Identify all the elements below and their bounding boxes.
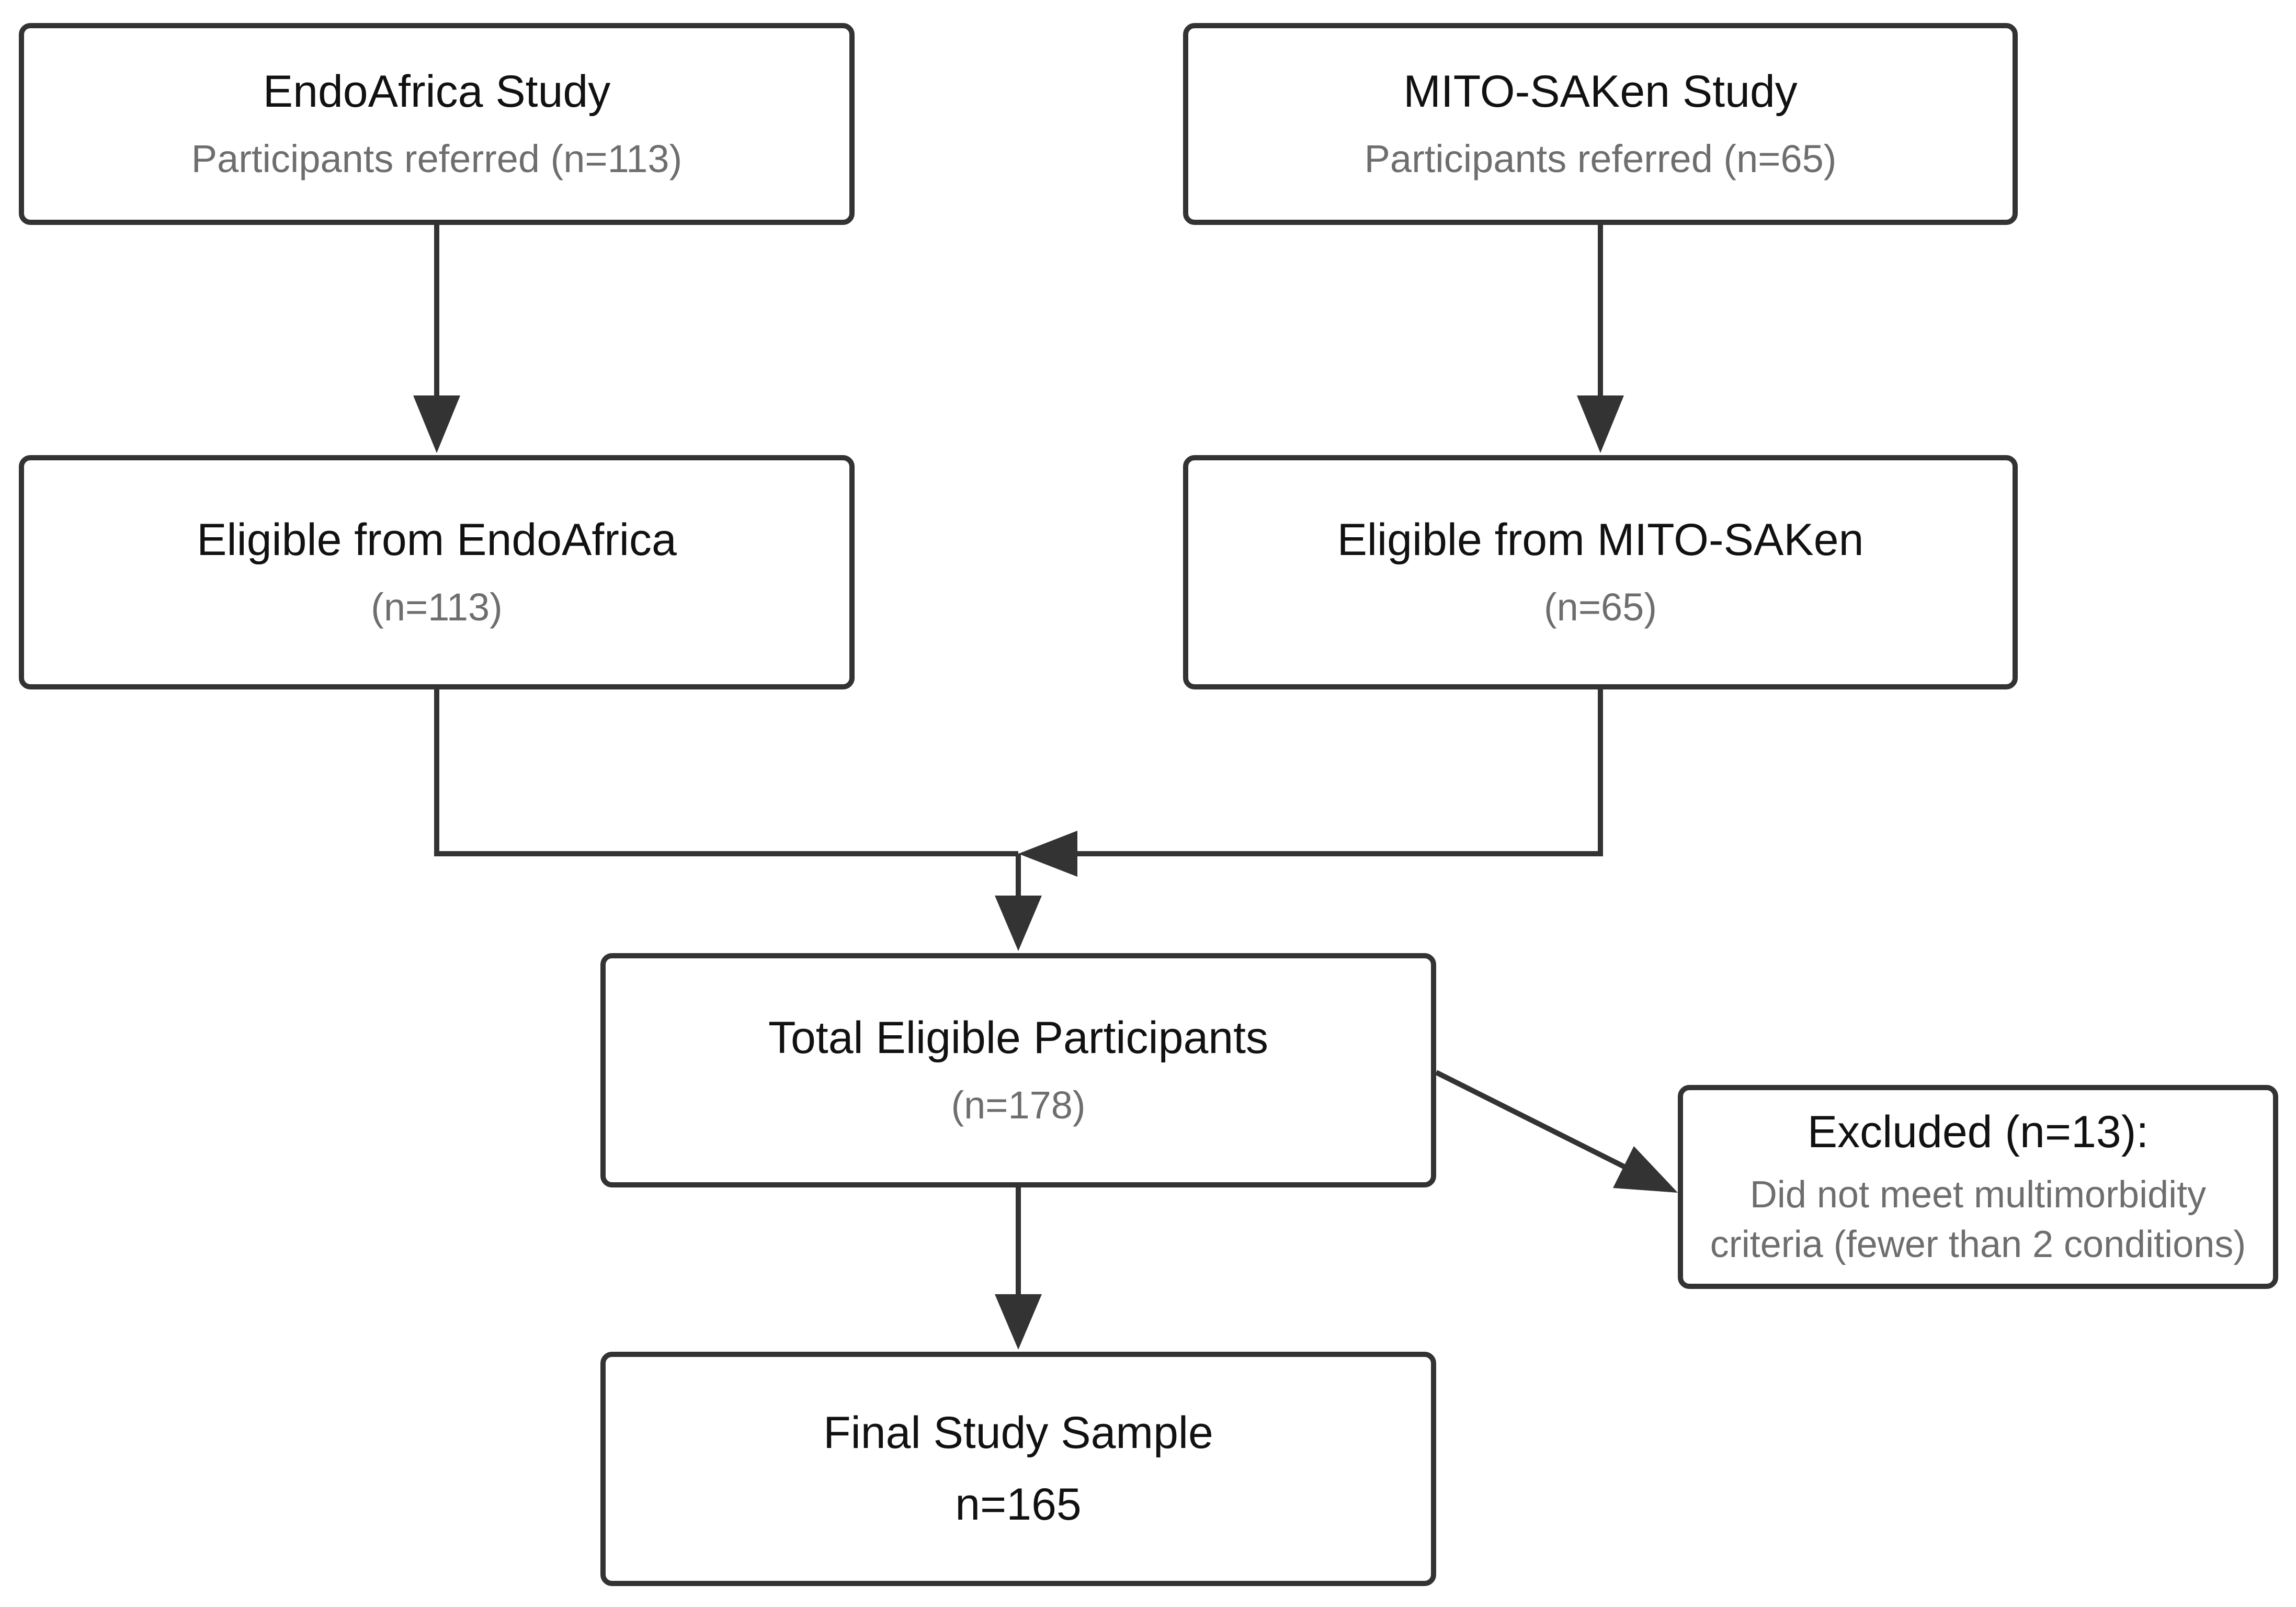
node-final-study-sample: Final Study Sample n=165 [600,1352,1436,1586]
node-eligible-mito-saken: Eligible from MITO-SAKen (n=65) [1183,455,2018,689]
node-title: EndoAfrica Study [263,66,611,117]
node-count: n=165 [955,1479,1082,1530]
arrowhead-merge-left [1018,831,1077,877]
arrowhead-total-excluded [1613,1146,1678,1193]
node-subtitle-line: Did not meet multimorbidity [1749,1173,2207,1216]
node-subtitle: Did not meet multimorbidity criteria (fe… [1710,1170,2246,1270]
arrowhead-mito-eligible [1577,395,1624,453]
node-subtitle-line: criteria (fewer than 2 conditions) [1710,1223,2246,1265]
node-total-eligible: Total Eligible Participants (n=178) [600,953,1436,1187]
edge-eligible-mito-to-total [1077,689,1603,856]
arrowhead-endoafrica-eligible [413,395,460,453]
node-subtitle: (n=65) [1544,585,1657,629]
arrowhead-merge-total [995,896,1042,951]
node-title: Eligible from EndoAfrica [197,515,677,565]
node-title: Excluded (n=13): [1807,1107,2149,1158]
edge-total-to-excluded [1435,1070,1626,1169]
node-subtitle: Participants referred (n=113) [191,137,683,180]
node-excluded: Excluded (n=13): Did not meet multimorbi… [1678,1085,2278,1289]
node-subtitle: (n=178) [951,1083,1086,1127]
node-subtitle: Participants referred (n=65) [1364,137,1837,180]
edge-eligible-endoafrica-to-total [434,689,1018,856]
arrowhead-total-final [995,1294,1042,1350]
node-title: Final Study Sample [823,1407,1213,1458]
node-title: Eligible from MITO-SAKen [1337,515,1864,565]
node-endoafrica-study: EndoAfrica Study Participants referred (… [19,23,855,225]
node-eligible-endoafrica: Eligible from EndoAfrica (n=113) [19,455,855,689]
node-title: Total Eligible Participants [768,1013,1269,1063]
node-mito-saken-study: MITO-SAKen Study Participants referred (… [1183,23,2018,225]
node-subtitle: (n=113) [371,585,503,629]
node-title: MITO-SAKen Study [1403,66,1798,117]
